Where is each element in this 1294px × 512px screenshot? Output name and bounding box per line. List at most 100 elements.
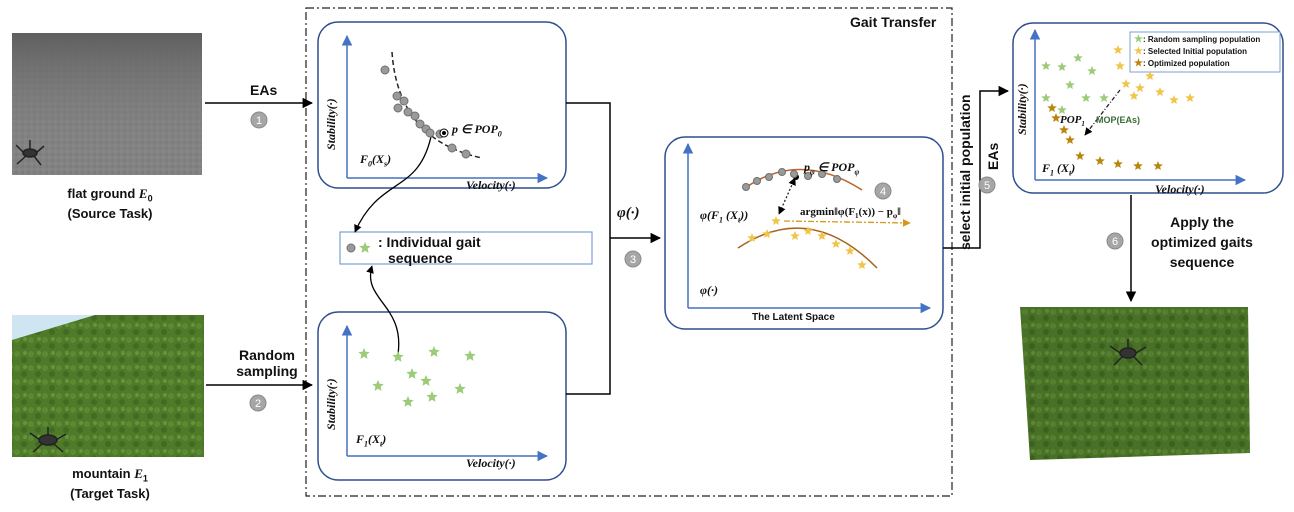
source-plot-box [317,21,567,189]
gray-point [380,65,390,75]
result-dark-star [1075,151,1085,160]
step2-number: 2 [255,398,261,410]
result-yellow-star [1169,95,1179,104]
step2-badge: 2 [249,394,267,412]
source-point-label: p ∈ POP0 [452,122,502,139]
latent-title: The Latent Space [752,312,835,323]
result-green-star [1041,61,1051,70]
latent-yellow-star [817,231,827,240]
gray-point [393,103,403,113]
latent-gray-point [818,170,826,178]
source-task-caption: flat ground E0 (Source Task) [67,186,153,221]
result-yellow-star [1115,61,1125,70]
result-green-star [1081,93,1091,102]
gray-point [399,96,409,106]
green-star [420,375,432,386]
result-green-star [1065,80,1075,89]
latent-plot-box [664,136,944,330]
green-star [402,396,414,407]
result-dark-star [1133,161,1143,170]
source-func-label: F0(Xs) [360,152,392,169]
scatter-markers [346,45,1195,407]
legend-label: : Selected Initial population [1142,47,1247,56]
legend-label: : Optimized population [1142,59,1230,68]
result-legend-box [1129,31,1281,73]
result-dark-star [1065,135,1075,144]
step6-badge: 6 [1106,232,1124,250]
result-yellow-star [1121,79,1131,88]
legend-label: : Random sampling population [1142,35,1261,44]
green-star [454,383,466,394]
legend-green-star [359,242,371,253]
result-dark-star [1095,156,1105,165]
target-xlabel: Velocity(·) [466,456,516,470]
source-ylabel: Stability(·) [324,98,338,150]
highlighted-point-core [442,131,446,135]
robot-icon [1109,339,1147,366]
result-green-star [1087,66,1097,75]
latent-argmin-label: argmin‖φ(F1(x)) − pφ‖ [800,206,901,221]
green-star [426,391,438,402]
result-yellow-star [1145,71,1155,80]
target-task-caption: mountain E1 (Target Task) [70,466,150,501]
step5-badge: 5 [978,176,996,194]
result-yellow-star [1135,83,1145,92]
result-legend-entry: ★: Random sampling population [1134,34,1260,45]
source-xlabel: Velocity(·) [466,178,516,192]
green-star [406,368,418,379]
result-dark-star [1047,103,1057,112]
latent-gray-point [790,170,798,178]
step3-label: φ(·) [617,205,640,221]
source-task-image [12,33,202,175]
latent-yellow-star [771,216,781,225]
latent-yellow-star [831,239,841,248]
target-plot-box [317,311,567,481]
result-green-star [1057,62,1067,71]
latent-yellow-star [803,226,813,235]
legend-gray-point [346,243,356,253]
target-func-label: F1(Xt) [356,432,387,449]
step3-number: 3 [630,254,636,266]
result-green-star [1073,53,1083,62]
latent-map-label: φ(F1 (Xt)) [700,208,749,225]
gray-point [425,128,435,138]
individual-legend-text: : Individual gait sequence [378,234,481,266]
result-dark-star [1113,159,1123,168]
latent-yellow-star [790,231,800,240]
arrow-target-to-legend [366,265,400,355]
latent-gray-point [778,168,786,176]
robot-icon [29,427,67,453]
result-func-label: F1 (Xt) [1042,161,1076,178]
legend-star-icon: ★ [1134,46,1143,57]
target-ylabel: Stability(·) [324,378,338,430]
green-star [372,380,384,391]
latent-gray-point [833,175,841,183]
legend-star-icon: ★ [1134,58,1143,69]
gray-point [415,119,425,129]
step5-label-line2: EAs [985,142,1001,170]
latent-yellow-star [747,233,757,242]
result-yellow-star [1113,45,1123,54]
gray-point [392,91,402,101]
latent-yellow-star [857,260,867,269]
gray-point [403,107,413,117]
green-star [392,351,404,362]
arrow-step5 [943,85,1010,249]
result-dark-star [1153,161,1163,170]
result-xlabel: Velocity(·) [1155,182,1205,196]
arrow-step3 [566,102,611,395]
result-pop-label: POP1 [1060,114,1085,129]
target-task-image [12,315,204,457]
gray-point [410,111,420,121]
individual-legend-box [339,231,593,265]
result-yellow-star [1129,91,1139,100]
latent-yellow-star [845,246,855,255]
latent-point-label: pφ ∈ POPφ [804,160,860,177]
latent-gray-point [765,173,773,181]
arrow-source-to-legend [354,131,433,233]
result-green-star [1057,105,1067,114]
